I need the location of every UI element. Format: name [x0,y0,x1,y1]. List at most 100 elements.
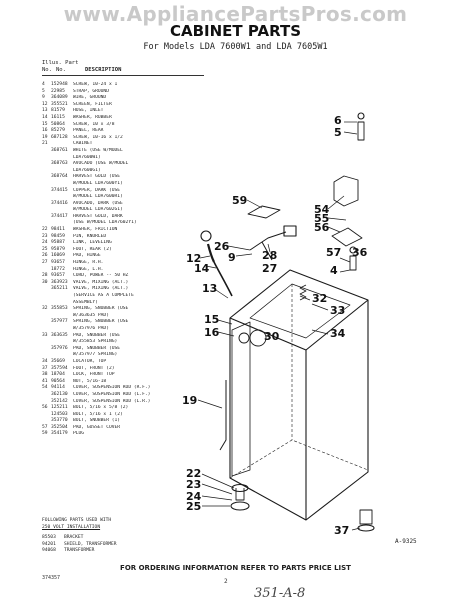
document-code: 374357 [42,575,61,581]
illus-no: 41 [42,378,48,384]
part-no: 125211 [51,405,68,411]
leader-lines [197,121,361,531]
part-description: CORD, POWER -- 50 HZ [73,273,129,279]
snubber-pad-shape [331,227,363,247]
illus-no: 37 [42,365,48,371]
front-foot-pad-shape [357,524,375,532]
part-description: AVOCADO (USE W/MODEL [73,161,129,167]
part-description: BOLT, 5/16 x 5/8 (2) [73,405,129,411]
illus-no: 33 [42,332,48,338]
illus-no: 32 [42,306,48,312]
part-no: 363635 [51,332,68,338]
illus-no: 24 [42,240,48,246]
illus-no: 15 [42,121,48,127]
part-description: WHITE (USE W/MODEL [73,147,123,153]
part-description: COVER, SUSPENSION ROD (L.R.) [73,398,151,404]
snubber-spring-shape [299,284,307,301]
illus-no: 25 [42,246,48,252]
part-description: (USE W/MODEL LDA7602Y1) [73,220,137,226]
parts-row: (USE W/MODEL LDA7602Y1) [42,220,212,227]
part-description: LOCK, FRONT TOP [73,372,115,378]
following-header-1: FOLLOWING PARTS USED WITH [42,518,112,523]
part-description: HOSE, INLET [73,108,104,114]
parts-row: LDA7600G1) [42,168,212,175]
rear-panel [231,321,251,477]
part-description: PIN, KNURLED [73,233,107,239]
illus-no: 30 [42,279,48,285]
hose-coupling-shape [200,230,212,242]
part-description: NUT, 5/16-18 [73,378,107,384]
part-description: W/357977 SPRING) [73,352,118,358]
callout-19: 19 [182,394,198,407]
illus-no: 22 [42,227,48,233]
part-no: 50864 [51,121,65,127]
part-description: COPPER, DARK (USE [73,187,121,193]
page-title: CABINET PARTS [169,22,302,40]
figure-id: A-9325 [395,538,417,545]
part-no: 374416 [51,200,68,206]
page-subtitle: For Models LDA 7600W1 and LDA 7605W1 [143,42,328,52]
callout-15: 15 [204,313,220,326]
part-no: 90564 [51,378,65,384]
part-no: 374417 [51,213,68,219]
column-header-illus: Illus. Part [42,60,79,66]
callout-22: 22 [186,467,202,480]
callout-27: 27 [262,262,278,275]
nut-shape [349,246,357,254]
illus-no: 38 [42,372,48,378]
part-no: 93657 [51,260,65,266]
callout-34: 34 [330,327,346,340]
callout-24: 24 [186,490,202,503]
cabinet-top-opening [249,283,351,339]
illus-no: 5 [42,88,45,94]
part-description: PAD, GUSSET COVER [73,424,121,430]
callout-12: 12 [186,252,202,265]
illus-no: 9 [42,95,45,101]
part-no: 364089 [51,95,68,101]
part-description: WASHER, RUBBER [73,114,112,120]
part-no: 368763 [51,161,68,167]
illus-no: 4 [42,82,45,87]
part-description: PAD, SNUBBER (USE [73,332,121,338]
part-description: W/363635 PAD) [73,312,109,318]
parts-row: W/355853 SPRING) [42,339,212,346]
illus-no: 59 [42,431,48,437]
part-no: 357976 [51,345,68,351]
illus-no: 57 [42,424,48,430]
illus-no: 56 [42,405,48,411]
mixing-valve-shape [249,329,267,347]
part-description: PLUG [73,431,85,437]
illus-no: 19 [42,134,48,140]
part-no: 352504 [51,424,68,430]
part-description: ASSEMBLY) [73,299,98,305]
following-header-2: 250 VOLT INSTALLATION [42,524,101,530]
part-no: 16069 [51,253,65,259]
part-no: 357594 [51,365,68,371]
part-no: 85503 [42,535,56,541]
part-description: PANEL, REAR [73,128,104,134]
part-no: 98459 [51,233,65,239]
callout-59: 59 [232,194,248,207]
screw-shape [357,112,365,120]
part-no: 18704 [51,372,65,378]
illus-no: 28 [42,273,48,279]
part-no: 152948 [51,82,68,87]
part-description: CABINET [73,141,93,147]
cabinet-outline [229,269,369,521]
